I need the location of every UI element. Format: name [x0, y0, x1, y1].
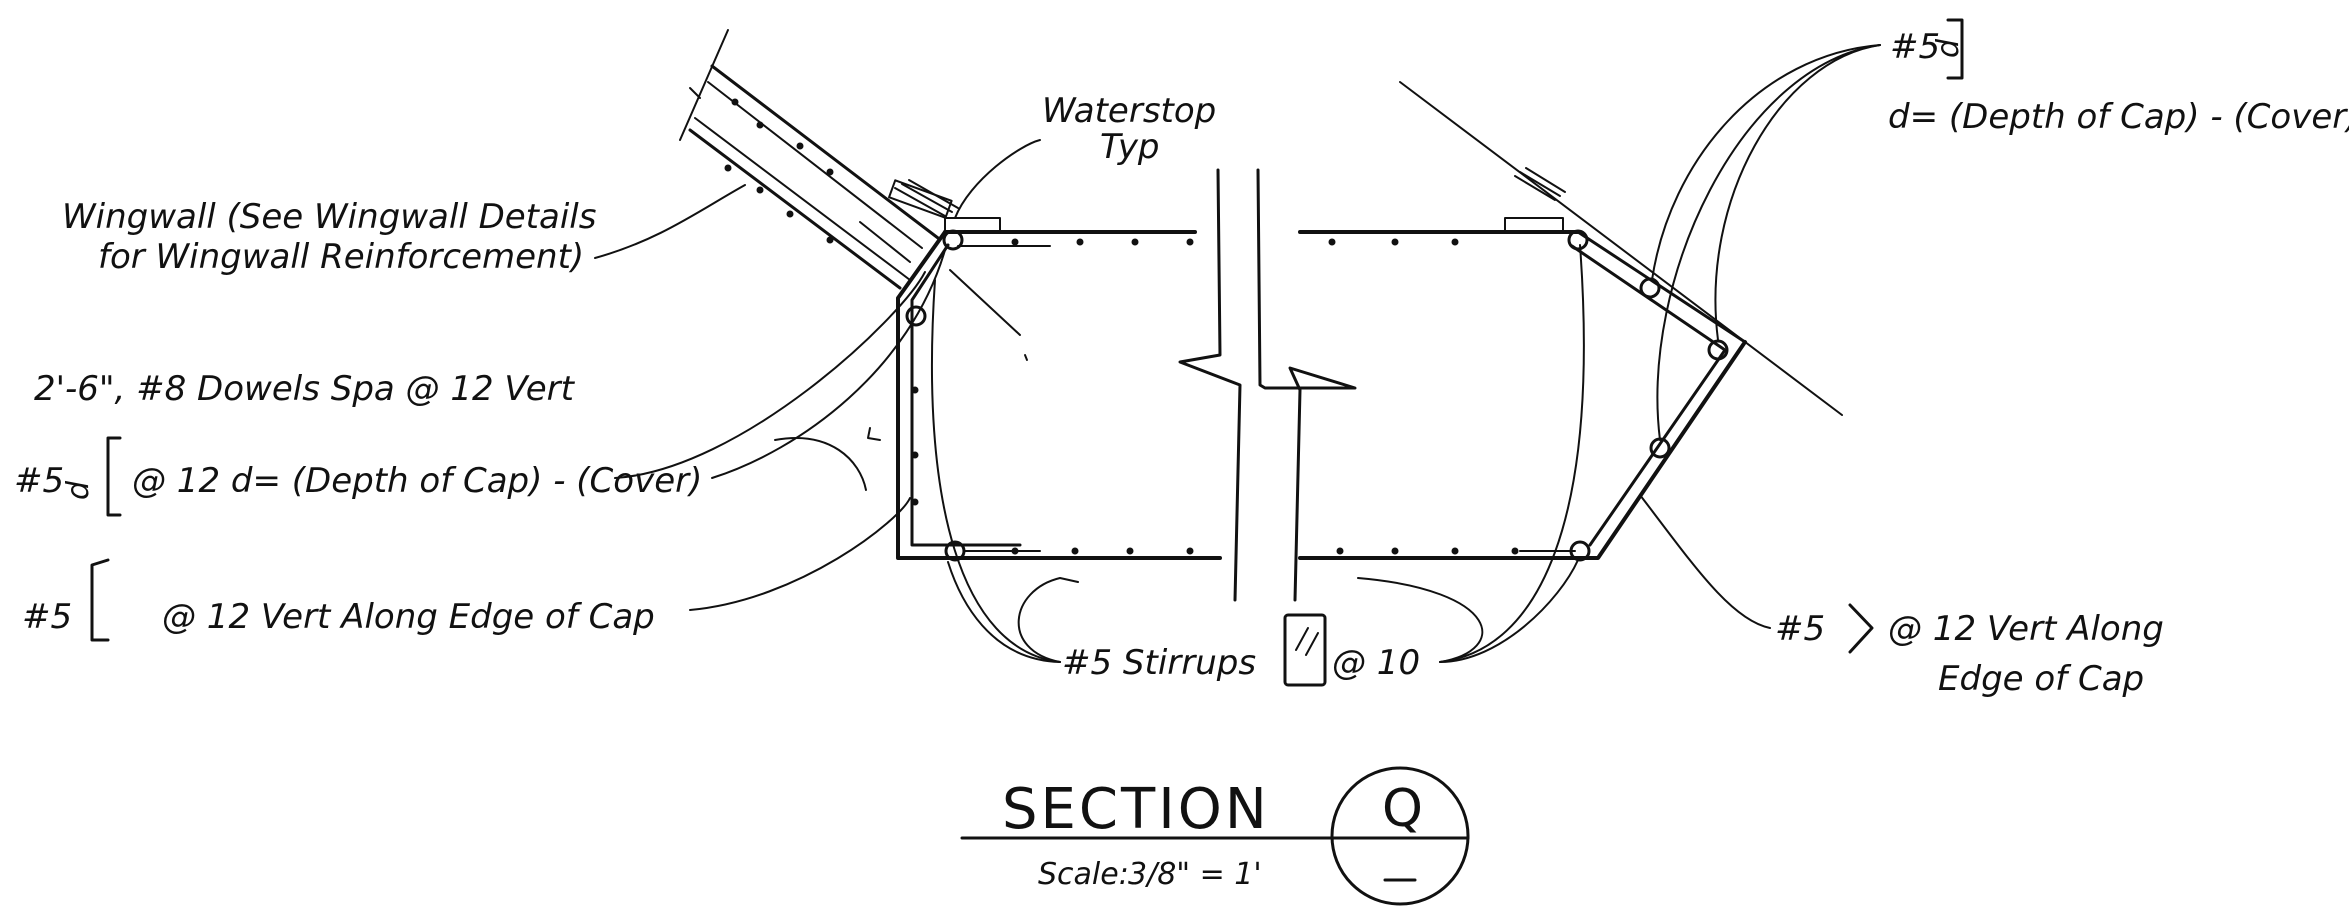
leader-lines: [594, 44, 1881, 663]
cap-right: [1298, 81, 1843, 562]
bar5-right-label-line1: @ 12 Vert Along: [1888, 609, 2164, 649]
waterstop-typ-label: Typ: [1100, 127, 1160, 167]
stirrups-spacing: @ 10: [1332, 643, 1420, 683]
bar5-right-label-line2: Edge of Cap: [1938, 659, 2144, 699]
stirrups-label: #5 Stirrups: [1062, 643, 1256, 683]
bar5-top-right-mark: #5: [1890, 27, 1940, 67]
scale-value: 3/8" = 1': [1128, 857, 1262, 892]
bar5-left-spacing: @ 12 d= (Depth of Cap) - (Cover): [132, 461, 702, 501]
bar-symbols: [90, 18, 1964, 687]
waterstop-label: Waterstop: [1042, 91, 1216, 131]
section-mark-letter: Q: [1382, 779, 1423, 839]
section-title-block: SECTION Scale: 3/8" = 1' Q: [960, 766, 1470, 906]
dowels-label: 2'-6", #8 Dowels Spa @ 12 Vert: [34, 369, 576, 409]
wingwall-label-line1: Wingwall (See Wingwall Details: [62, 197, 596, 237]
cap-left: [888, 179, 1222, 562]
bar5-left-mark: #5: [14, 461, 64, 501]
scale-label: Scale:: [1038, 857, 1129, 892]
section-title: SECTION: [1002, 777, 1270, 842]
break-line: [1178, 168, 1357, 602]
bar5-edge-mark: #5: [22, 597, 72, 637]
dimension-d-right: d: [1931, 38, 1966, 58]
bar5-edge-label: @ 12 Vert Along Edge of Cap: [162, 597, 655, 637]
dimension-d-left: d: [61, 480, 96, 500]
wingwall-label-line2: for Wingwall Reinforcement): [98, 237, 584, 277]
bar5-top-right-note: d= (Depth of Cap) - (Cover): [1888, 97, 2349, 137]
bar5-right-mark: #5: [1775, 609, 1825, 649]
section-mark-circle: [1330, 766, 1470, 906]
wingwall-left: [679, 29, 1028, 361]
